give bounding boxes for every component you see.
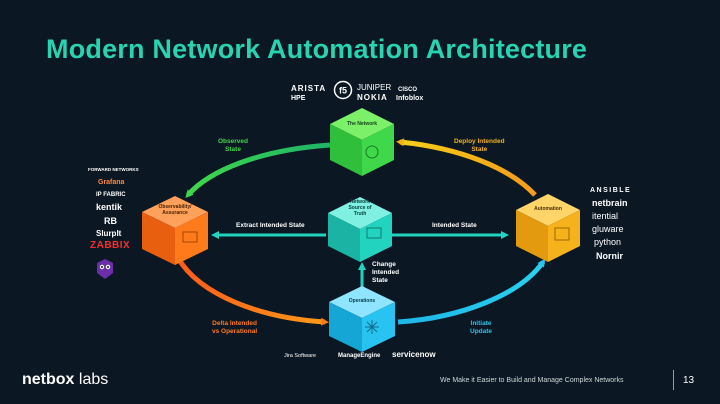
tool-forward-networks: FORWARD NETWORKS <box>88 167 139 172</box>
node-automation-label: Automation <box>534 206 562 212</box>
vendor-juniper: JUNIPER <box>357 83 392 92</box>
cube-operations <box>329 286 395 352</box>
tool-ip-fabric: IP FABRIC <box>96 192 126 198</box>
vendor-cisco: CISCO <box>398 87 418 93</box>
page-number: 13 <box>683 375 695 386</box>
cube-observability <box>142 196 208 265</box>
tool-jira: Jira Software <box>284 353 317 359</box>
footer-tagline: We Make it Easier to Build and Manage Co… <box>440 377 624 384</box>
brand-sub: labs <box>74 371 109 388</box>
arrow-initiate-update <box>397 258 546 325</box>
edge-extract-intended-state-label: Extract Intended State <box>236 222 305 229</box>
tool-zabbix: ZABBIX <box>90 240 131 251</box>
tool-nornir: Nornir <box>596 251 623 261</box>
footer-divider <box>673 370 674 390</box>
tool-rb: RB <box>104 216 117 226</box>
tool-kentik: kentik <box>96 202 123 212</box>
arrow-delta-intended <box>175 256 329 326</box>
tool-servicenow: servicenow <box>392 350 436 359</box>
brand-main: netbox <box>22 371 75 388</box>
cube-automation <box>516 194 580 262</box>
tool-slurpit: SlurpIt <box>96 229 122 238</box>
edge-observed-state-label: Observed State <box>218 138 248 153</box>
edge-delta-intended-label: Delta Intended vs Operational <box>212 320 258 335</box>
slide-title: Modern Network Automation Architecture <box>46 34 588 64</box>
node-observability-label: Observability/ Assurance <box>158 204 192 216</box>
cube-source-of-truth <box>328 197 392 262</box>
f5-logo-icon: f5 <box>333 80 353 100</box>
tool-manageengine: ManageEngine <box>338 353 381 359</box>
arrow-deploy-intended-state <box>396 138 537 197</box>
node-operations-label: Operations <box>348 298 376 304</box>
node-network-label: The Network <box>346 121 377 127</box>
tool-itential: itential <box>592 211 619 221</box>
cube-network <box>330 108 394 176</box>
node-source-of-truth-label: Network Source of Truth <box>348 199 372 217</box>
edge-initiate-update-label: Initiate Update <box>470 320 493 335</box>
tool-ansible: ANSIBLE <box>590 187 632 194</box>
svg-text:f5: f5 <box>339 86 347 96</box>
vendor-arista: ARISTA <box>291 84 327 93</box>
footer-brand-logo: netbox labs <box>22 371 108 389</box>
tool-gluware: gluware <box>592 224 624 234</box>
edge-change-intended-state-label: Change Intended State <box>372 261 400 284</box>
tool-grafana: Grafana <box>98 179 125 186</box>
owl-logo-icon <box>97 259 113 279</box>
vendor-hpe: HPE <box>291 95 306 102</box>
arrow-observed-state <box>185 142 331 199</box>
tool-python: python <box>594 237 622 247</box>
edge-deploy-intended-state-label: Deploy Intended State <box>454 138 505 153</box>
edge-intended-state-label: Intended State <box>432 222 477 229</box>
vendor-infoblox: Infoblox <box>396 95 424 102</box>
vendor-nokia: NOKIA <box>357 93 388 102</box>
tool-netbrain: netbrain <box>592 198 628 208</box>
